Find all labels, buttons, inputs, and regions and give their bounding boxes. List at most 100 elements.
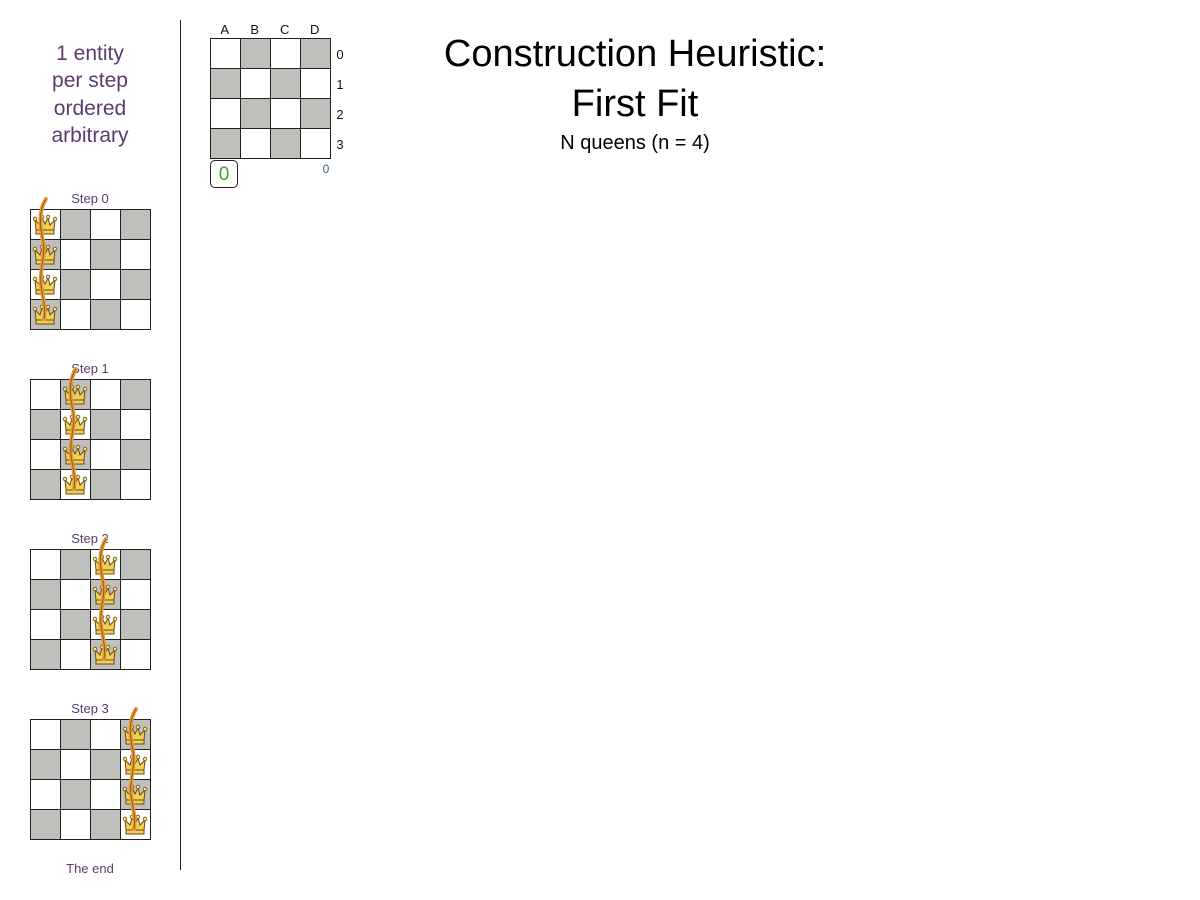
step-board-square — [90, 809, 121, 840]
step-board-square — [60, 719, 91, 750]
step-board-square — [120, 409, 151, 440]
page-title-line2: First Fit — [571, 83, 699, 125]
step-label: Step 3 — [71, 701, 109, 716]
step-board-square — [60, 299, 91, 330]
page-title: Construction Heuristic: — [443, 33, 827, 75]
step-board-square — [120, 209, 151, 240]
main-board-square — [240, 98, 271, 129]
step-board-square — [120, 639, 151, 670]
column-label: B — [250, 22, 260, 37]
step-board — [30, 367, 151, 500]
step-board-square — [90, 719, 121, 750]
main-board-square — [210, 38, 241, 69]
step-board-square — [30, 439, 61, 470]
step-board-square — [120, 469, 151, 500]
crown-icon — [32, 271, 58, 297]
column-label: D — [310, 22, 320, 37]
step-board-square — [120, 269, 151, 300]
main-board-square — [240, 128, 271, 159]
crown-icon — [92, 551, 118, 577]
main-board-square — [210, 68, 241, 99]
crown-icon — [122, 751, 148, 777]
main-board — [210, 38, 331, 159]
crown-icon — [92, 611, 118, 637]
main-board-square — [300, 128, 331, 159]
step-board-square — [30, 749, 61, 780]
score-badge: 0 — [210, 160, 238, 188]
main-board-square — [240, 38, 271, 69]
main-board-square — [300, 68, 331, 99]
crown-icon — [62, 381, 88, 407]
row-label: 0 — [336, 47, 344, 62]
step-label: Step 1 — [71, 361, 109, 376]
main-board-square — [270, 128, 301, 159]
step-board-square — [120, 549, 151, 580]
step-board-square — [90, 439, 121, 470]
step-board-square — [60, 749, 91, 780]
step-counter: 0 — [322, 162, 330, 176]
page-subtitle: N queens (n = 4) — [560, 132, 710, 154]
row-label: 3 — [336, 137, 344, 152]
step-label: Step 0 — [71, 191, 109, 206]
crown-icon — [62, 471, 88, 497]
step-board-square — [30, 609, 61, 640]
step-board-square — [30, 719, 61, 750]
step-board-square — [120, 579, 151, 610]
step-board-square — [30, 579, 61, 610]
step-board-square — [120, 609, 151, 640]
step-board-square — [90, 239, 121, 270]
crown-icon — [62, 411, 88, 437]
step-board-square — [30, 549, 61, 580]
step-board-square — [60, 579, 91, 610]
sidebar-divider — [180, 20, 181, 870]
main-board-square — [270, 98, 301, 129]
step-board-square — [90, 779, 121, 810]
heading-line: per step — [52, 69, 128, 93]
step-board-square — [60, 779, 91, 810]
step-board-square — [30, 409, 61, 440]
step-board-square — [30, 779, 61, 810]
step-board-square — [30, 639, 61, 670]
step-board-square — [60, 269, 91, 300]
main-board-square — [300, 38, 331, 69]
step-board-square — [90, 269, 121, 300]
crown-icon — [32, 241, 58, 267]
main-board-square — [210, 98, 241, 129]
crown-icon — [62, 441, 88, 467]
step-board-square — [30, 809, 61, 840]
step-board-square — [60, 209, 91, 240]
sidebar-heading: 1 entity per step ordered arbitrary — [20, 40, 160, 149]
step-board-square — [30, 469, 61, 500]
crown-icon — [122, 721, 148, 747]
step-board-square — [120, 439, 151, 470]
step-board-square — [120, 299, 151, 330]
step-board-square — [60, 609, 91, 640]
step-board-square — [90, 379, 121, 410]
step-board — [30, 707, 151, 840]
step-board — [30, 537, 151, 670]
main-board-square — [270, 38, 301, 69]
main-board-square — [210, 128, 241, 159]
step-board-square — [90, 749, 121, 780]
heading-line: ordered — [53, 96, 127, 120]
end-label: The end — [66, 861, 114, 876]
row-label: 1 — [336, 77, 344, 92]
crown-icon — [92, 641, 118, 667]
crown-icon — [32, 211, 58, 237]
step-board-square — [90, 299, 121, 330]
step-board-square — [60, 809, 91, 840]
crown-icon — [32, 301, 58, 327]
step-label: Step 2 — [71, 531, 109, 546]
row-label: 2 — [336, 107, 344, 122]
step-board-square — [30, 379, 61, 410]
step-board-square — [90, 209, 121, 240]
step-board-square — [120, 239, 151, 270]
step-board-square — [60, 549, 91, 580]
main-board-square — [300, 98, 331, 129]
step-board-square — [60, 639, 91, 670]
column-label: C — [280, 22, 290, 37]
crown-icon — [122, 811, 148, 837]
column-label: A — [220, 22, 230, 37]
step-board-square — [120, 379, 151, 410]
heading-line: arbitrary — [51, 123, 129, 147]
